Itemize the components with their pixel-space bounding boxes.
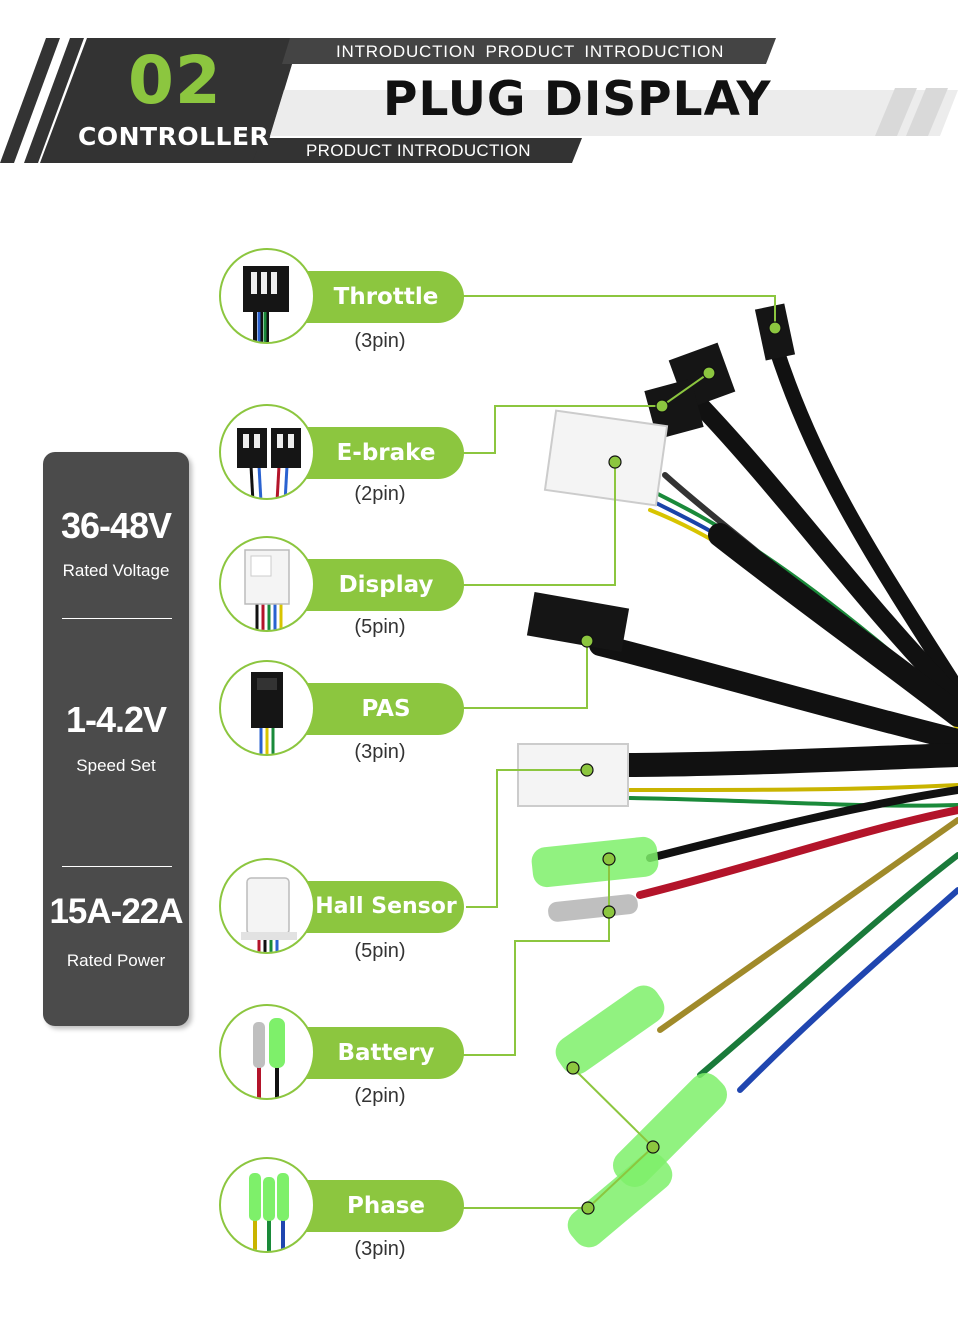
section-number: 02 [128,42,222,119]
spec-power-value: 15A-22A [49,892,183,931]
connector-pins-phase: (3pin) [354,1238,406,1260]
spec-divider [62,866,172,867]
intro-top-text: INTRODUCTION PRODUCT INTRODUCTION [336,42,725,61]
spec-power-label: Rated Power [66,951,166,970]
spec-voltage-value: 36-48V [60,505,172,546]
display-connector-icon [219,536,315,632]
phase-connector-icon [219,1157,315,1253]
connector-pins-throttle: (3pin) [354,330,406,352]
spec-voltage-label: Rated Voltage [62,561,170,580]
spec-speed-value: 1-4.2V [65,699,167,740]
connector-label-display: Display [338,572,434,598]
connector-label-pas: PAS [361,696,411,722]
connector-label-phase: Phase [346,1193,426,1219]
page-title: PLUG DISPLAY [383,72,772,127]
connector-label-battery: Battery [337,1040,435,1066]
connector-pins-ebrake: (2pin) [354,483,406,505]
spec-speed-label: Speed Set [76,756,156,775]
pas-connector-icon [219,660,315,756]
intro-bottom-text: PRODUCT INTRODUCTION [306,141,531,160]
connector-label-ebrake: E-brake [336,440,436,466]
battery-connector-icon [219,1004,315,1100]
connector-label-throttle: Throttle [333,284,439,310]
connector-pins-display: (5pin) [354,616,406,638]
section-label: CONTROLLER [78,122,270,151]
connector-pins-battery: (2pin) [354,1085,406,1107]
hall-sensor-connector-icon [219,858,315,954]
throttle-connector-icon [219,248,315,344]
connector-pins-hall-sensor: (5pin) [354,940,406,962]
header-banner [0,38,958,163]
spec-panel: 36-48V Rated Voltage 1-4.2V Speed Set 15… [43,452,189,1026]
connector-pins-pas: (3pin) [354,741,406,763]
ebrake-connector-icon [219,404,315,500]
spec-divider [62,618,172,619]
connector-label-hall-sensor: Hall Sensor [315,894,457,919]
